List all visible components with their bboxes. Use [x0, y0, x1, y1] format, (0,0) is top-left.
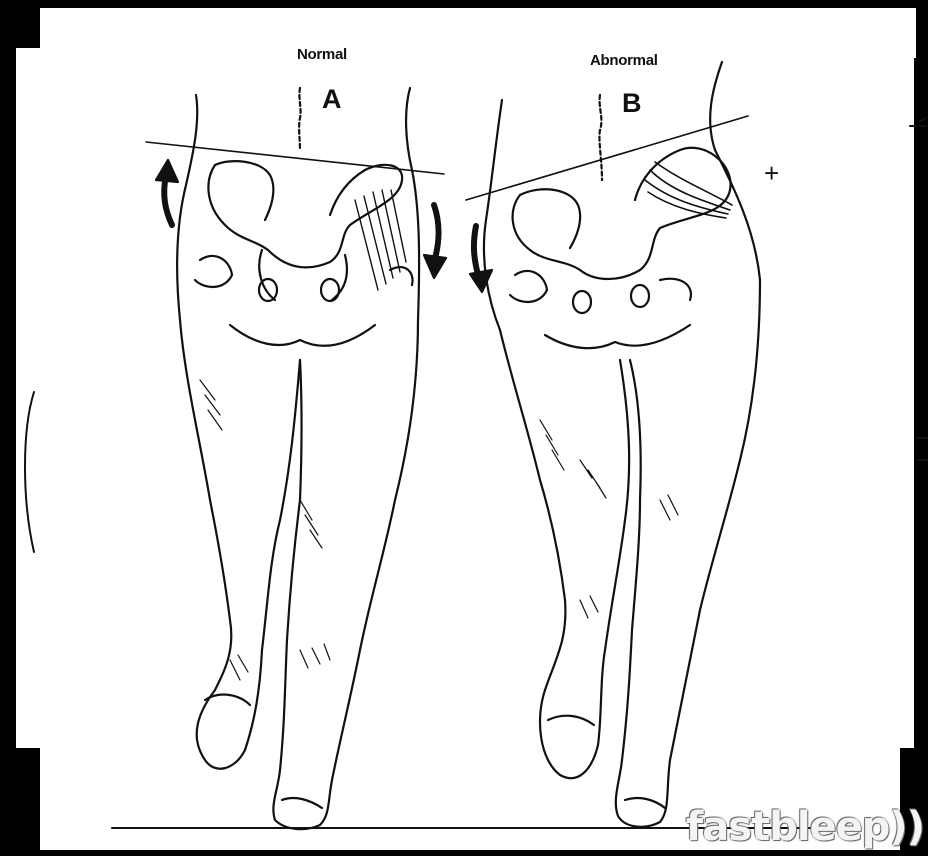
watermark-logo: fastbleep)) — [686, 804, 924, 850]
label-abnormal: Abnormal — [590, 52, 658, 69]
label-b: B — [622, 88, 642, 119]
label-normal: Normal — [297, 46, 347, 63]
plus-marker: + — [764, 158, 779, 189]
label-a: A — [322, 84, 342, 115]
